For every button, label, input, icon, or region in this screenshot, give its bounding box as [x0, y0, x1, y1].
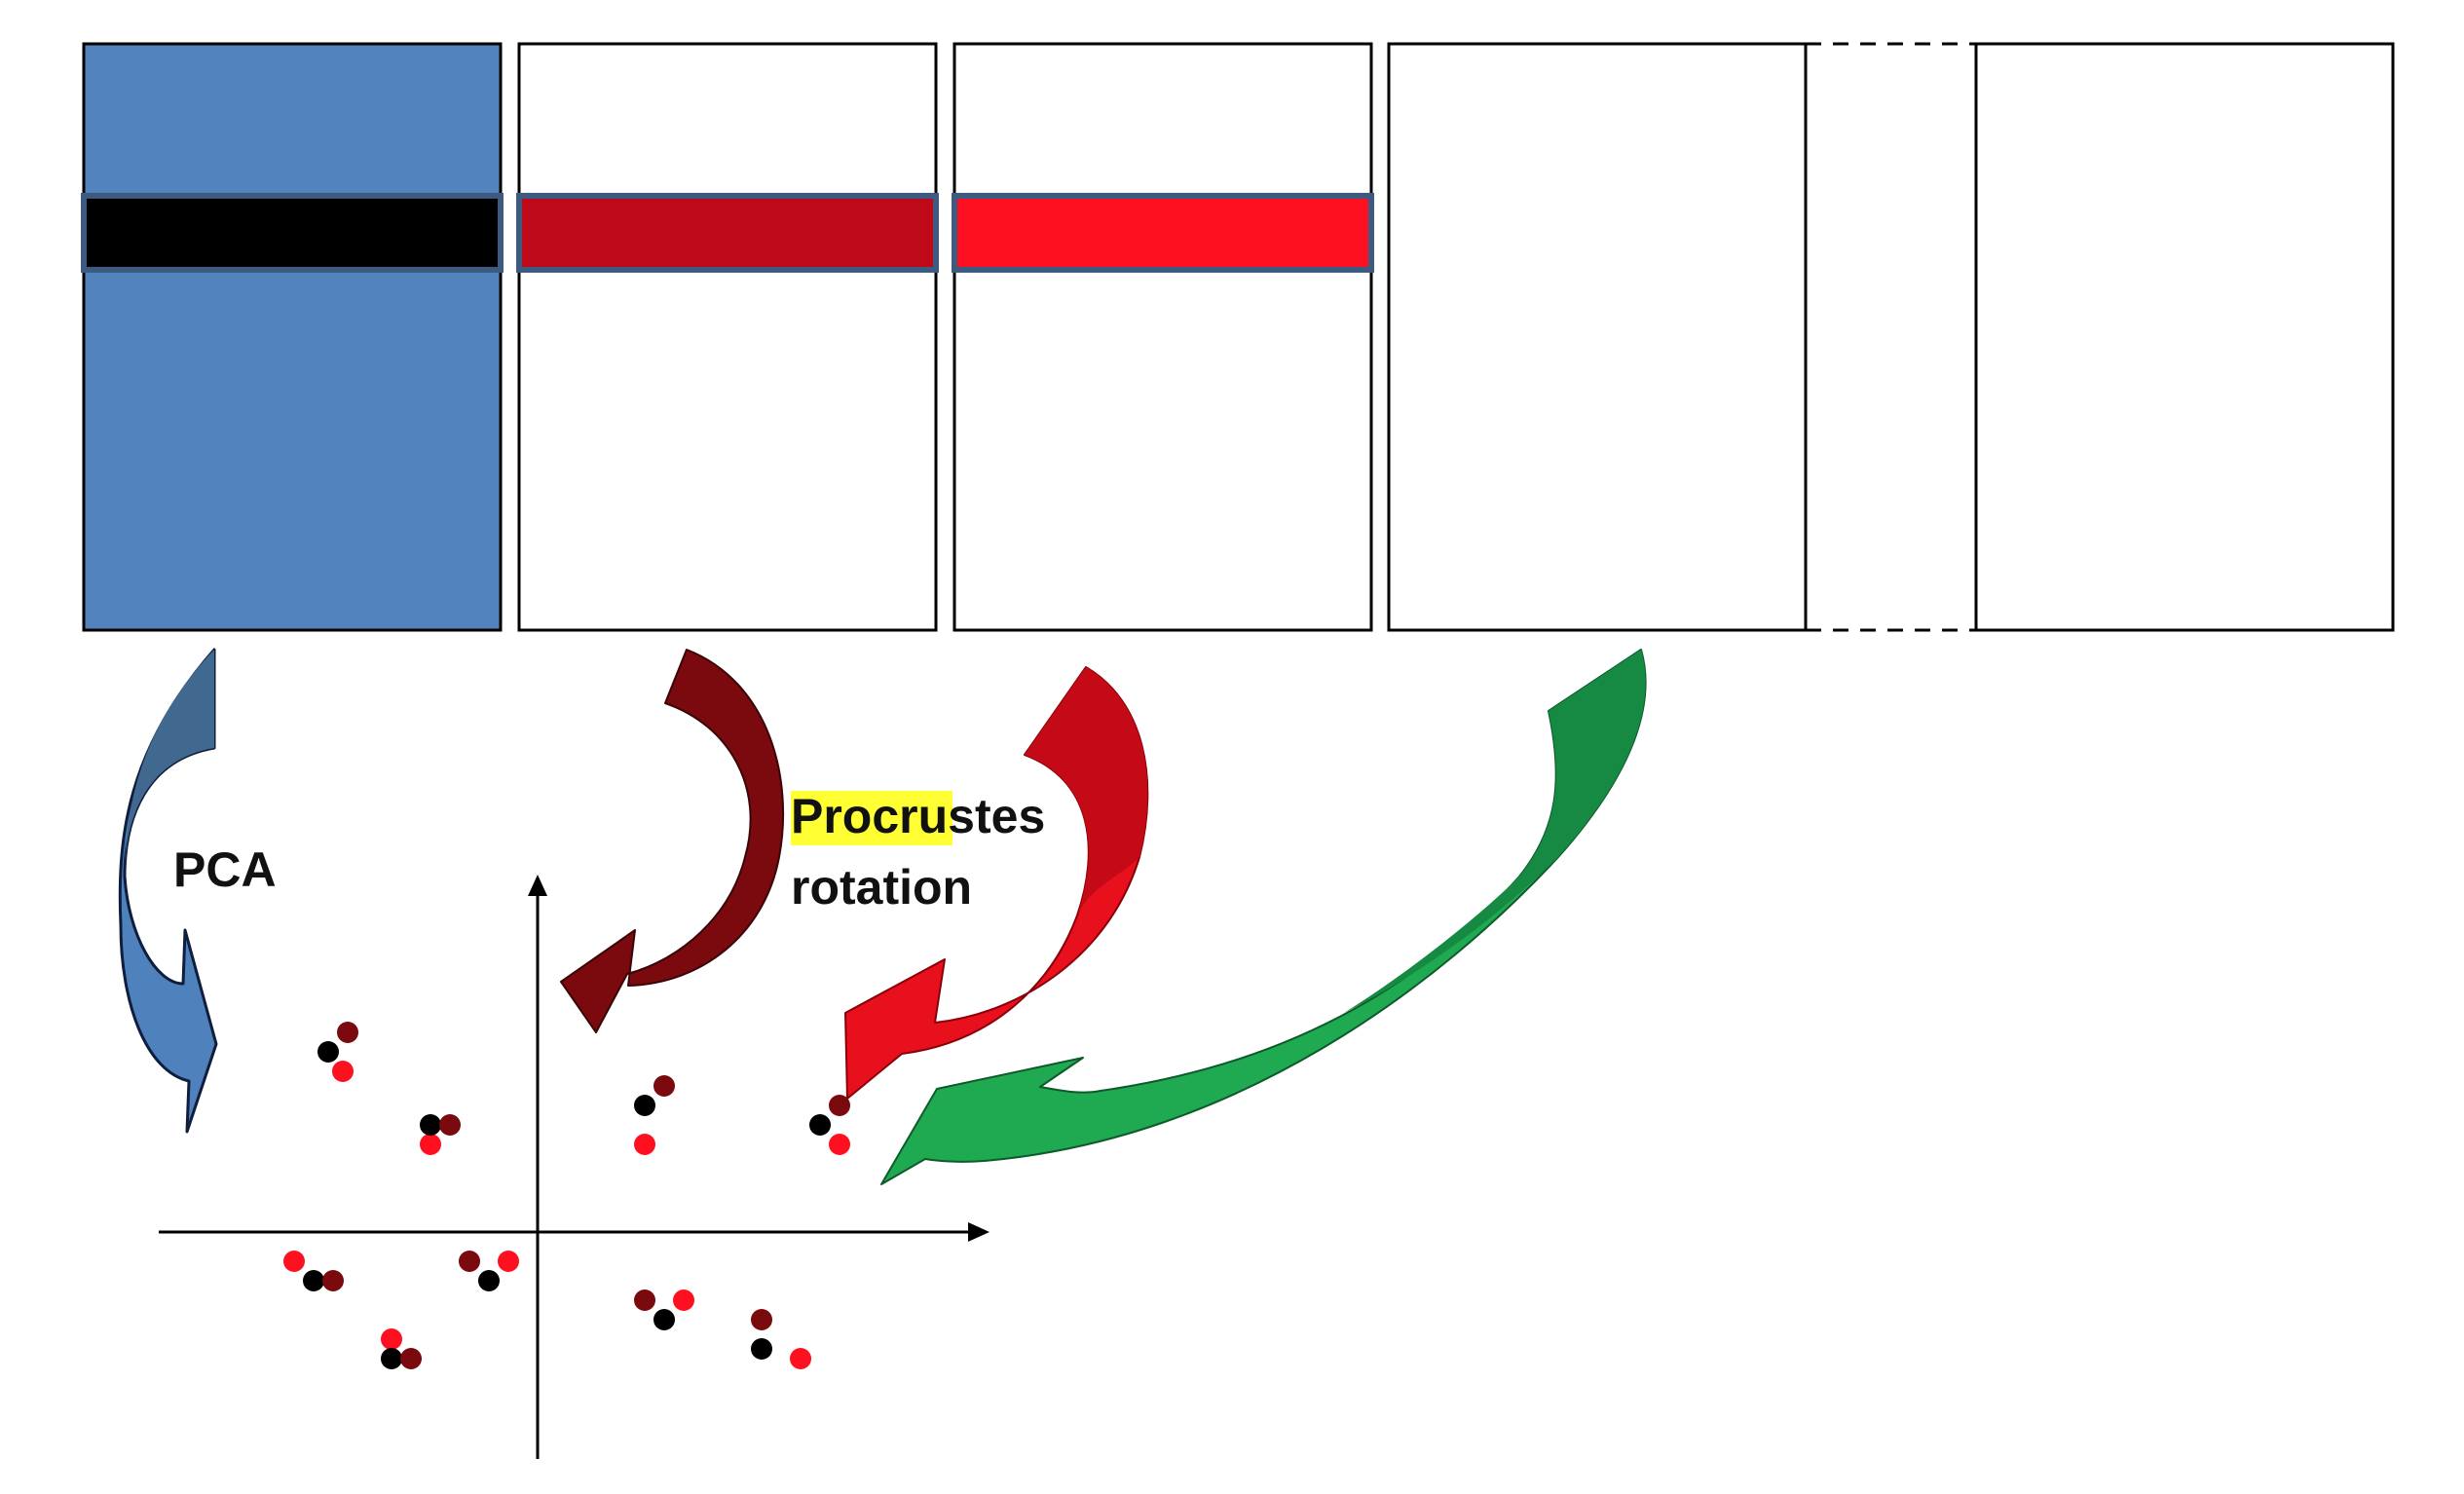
darkred-arrow — [560, 649, 785, 1033]
point-darkred-7 — [400, 1348, 422, 1369]
point-black-4 — [809, 1114, 831, 1136]
pca-label: PCA — [173, 842, 277, 897]
point-darkred-1 — [337, 1022, 358, 1043]
procrustes-highlight — [791, 791, 952, 845]
procrustes-label-rest: stes — [948, 789, 1045, 843]
labels: PCA Procrustes rotation — [173, 789, 1045, 915]
point-red-8 — [673, 1289, 694, 1311]
point-red-7 — [381, 1328, 402, 1350]
point-red-5 — [283, 1251, 305, 1272]
point-darkred-9 — [751, 1309, 772, 1330]
point-black-6 — [478, 1270, 500, 1291]
scatter-plot — [159, 875, 989, 1459]
point-black-8 — [653, 1309, 675, 1330]
matrix-row — [81, 42, 2395, 632]
y-axis-arrowhead — [528, 875, 547, 896]
point-red-2 — [420, 1134, 441, 1155]
point-darkred-5 — [322, 1270, 344, 1291]
row-darkred — [516, 193, 939, 273]
point-red-4 — [829, 1134, 850, 1155]
point-darkred-8 — [634, 1289, 655, 1311]
points-layer — [283, 1022, 850, 1369]
procrustes-label-highlight: Procru — [791, 789, 948, 843]
matrix-2 — [517, 42, 938, 632]
point-red-3 — [634, 1134, 655, 1155]
arrows — [118, 648, 1647, 1185]
row-red — [952, 193, 1374, 273]
point-black-2 — [420, 1114, 441, 1136]
point-black-9 — [751, 1338, 772, 1360]
matrix-4 — [1387, 42, 1808, 632]
matrix-1-blue — [82, 42, 503, 632]
rotation-label: rotation — [791, 860, 972, 915]
point-darkred-2 — [439, 1114, 461, 1136]
point-black-7 — [381, 1348, 402, 1369]
point-darkred-4 — [829, 1095, 850, 1116]
green-arrow — [880, 649, 1647, 1185]
point-red-1 — [332, 1061, 354, 1082]
point-red-9 — [790, 1348, 811, 1369]
point-red-6 — [498, 1251, 519, 1272]
point-black-1 — [317, 1041, 339, 1063]
row-black — [81, 193, 504, 273]
matrix-3 — [952, 42, 1373, 632]
point-black-3 — [634, 1095, 655, 1116]
matrix-last — [1974, 42, 2395, 632]
point-black-5 — [303, 1270, 324, 1291]
point-darkred-6 — [459, 1251, 480, 1272]
x-axis-arrowhead — [968, 1222, 989, 1242]
procrustes-label: Procrustes — [791, 789, 1045, 843]
point-darkred-3 — [653, 1075, 675, 1097]
